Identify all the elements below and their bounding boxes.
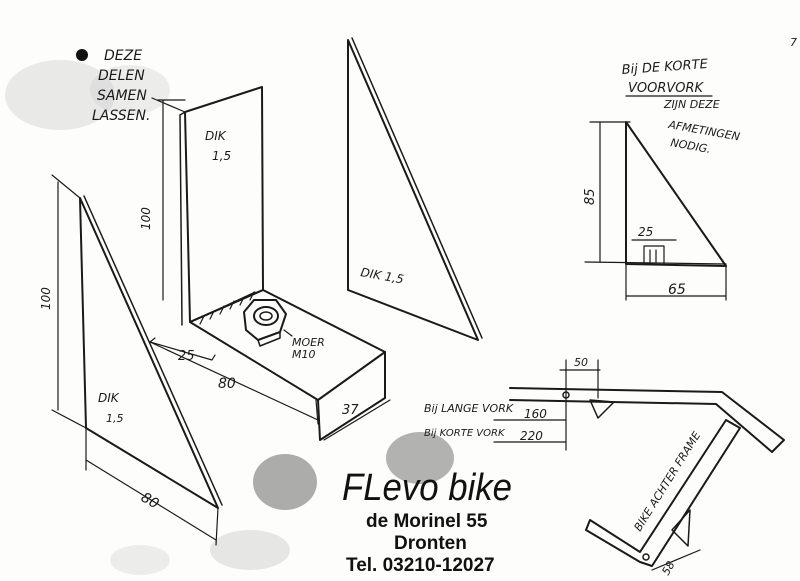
l-bracket-drawing: DIK 1,5 MOER M10 100 25 80 37	[139, 86, 391, 441]
dim-line-left-base	[85, 427, 219, 546]
bullet-dot	[76, 49, 88, 61]
long-fork-label: Bij LANGE VORK	[424, 402, 514, 415]
dim-line-rear-bottom	[651, 549, 701, 571]
company-logo: FLevo bike	[342, 467, 512, 509]
weld-note-line-4: LASSEN.	[92, 108, 150, 124]
short-gusset-plate	[625, 121, 727, 267]
scan-smudges	[5, 60, 454, 575]
left-gusset-edge	[83, 195, 223, 506]
middle-gusset-drawing: DIK 1,5	[347, 37, 483, 341]
short-gusset-height-dim: 85	[583, 188, 598, 205]
weld-seam	[194, 291, 256, 325]
left-gusset-drawing: 100 80 DIK 1,5	[39, 174, 223, 546]
left-gusset-height-dim: 100	[39, 287, 53, 310]
short-fork-value: 220	[520, 429, 543, 443]
short-fork-note-line-2: VOORVORK	[628, 81, 705, 96]
dim-line-left-height	[51, 174, 87, 429]
nut-leader	[283, 329, 293, 337]
bracket-length-dim: 80	[218, 376, 236, 392]
bracket-thickness-value: 1,5	[212, 149, 231, 163]
weld-note-line-3: SAMEN	[97, 88, 147, 104]
weld-note-leader	[151, 97, 186, 113]
middle-gusset-edge	[351, 37, 483, 339]
bracket-thickness-label: DIK	[205, 129, 227, 143]
middle-gusset-plate	[347, 39, 479, 341]
short-fork-label: Bij KORTE VORK	[424, 428, 506, 439]
left-gusset-thickness-value: 1,5	[106, 412, 124, 425]
frame-gusset-mark	[589, 399, 615, 419]
short-gusset-base-dim: 65	[668, 282, 686, 298]
bracket-plate-edge	[179, 111, 186, 326]
short-gusset-drawing: 85 25 65	[583, 121, 727, 301]
left-gusset-base-dim: 80	[138, 490, 162, 513]
hex-nut-icon	[243, 299, 287, 347]
rear-frame-bolt-hole	[642, 553, 650, 561]
company-block: FLevo bike de Morinel 55 Dronten Tel. 03…	[342, 467, 512, 576]
frame-top-dim: 50	[574, 356, 588, 369]
nut-label-1: MOER	[292, 336, 325, 349]
long-fork-value: 160	[524, 407, 547, 421]
rear-frame-bottom-dim: 58	[659, 559, 677, 578]
bracket-height-dim: 100	[139, 207, 153, 230]
dim-line-height	[157, 99, 186, 301]
dim-line-short-base	[625, 263, 727, 301]
dim-line-length	[149, 341, 319, 425]
rear-frame-tube	[585, 419, 741, 567]
company-phone: Tel. 03210-12027	[346, 555, 495, 576]
left-gusset-plate	[79, 197, 219, 509]
middle-gusset-thickness: DIK 1,5	[359, 265, 404, 286]
bracket-base-thickness	[317, 351, 386, 441]
short-fork-note-line-5: NODIG.	[669, 136, 711, 156]
bracket-vertical-plate	[184, 86, 264, 323]
dim-line-width	[323, 399, 391, 441]
weld-note-line-2: DELEN	[98, 68, 145, 84]
rear-frame-gusset-mark	[671, 509, 691, 547]
bracket-width-dim: 37	[342, 403, 359, 418]
short-gusset-hole-dim: 25	[638, 225, 653, 239]
frame-top-tube	[509, 387, 785, 453]
weld-note-line-1: DEZE	[104, 48, 142, 64]
rear-frame-label: BIKE ACHTER FRAME	[632, 429, 704, 533]
dim-line-frame-top	[559, 359, 601, 451]
weld-note: DEZE DELEN SAMEN LASSEN.	[76, 48, 186, 124]
short-gusset-hole	[631, 239, 677, 265]
company-city: Dronten	[394, 533, 467, 554]
left-gusset-thickness-label: DIK	[98, 391, 120, 405]
nut-label-2: M10	[292, 348, 316, 361]
dim-line-short-height	[584, 121, 727, 265]
short-fork-note-line-3: ZIJN DEZE	[663, 98, 720, 111]
page-number: 7	[790, 36, 797, 49]
dim-line-bolt-offset	[149, 337, 216, 361]
company-street: de Morinel 55	[366, 511, 488, 532]
short-fork-note-line-1: Bij DE KORTE	[621, 57, 709, 78]
